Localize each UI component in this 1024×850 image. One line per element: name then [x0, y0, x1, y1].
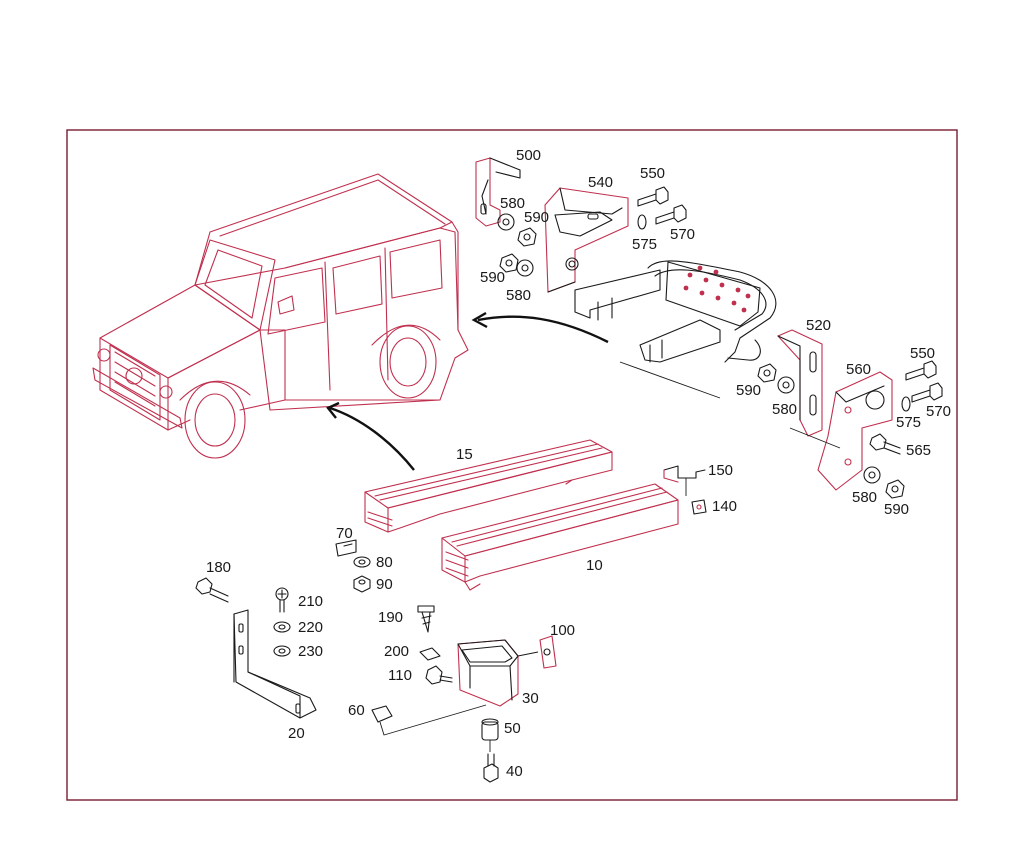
running-board-10 [441, 483, 679, 591]
label-565: 565 [906, 442, 931, 459]
label-520: 520 [806, 317, 831, 334]
label-570-top: 570 [670, 226, 695, 243]
tread-holes [683, 265, 751, 313]
label-575-top: 575 [632, 236, 657, 253]
rear-step-assembly [475, 157, 943, 499]
label-50: 50 [504, 720, 521, 737]
label-40: 40 [506, 763, 523, 780]
clip-hardware-150-140 [663, 465, 707, 515]
label-10: 10 [586, 557, 603, 574]
label-150: 150 [708, 462, 733, 479]
running-board-15 [364, 439, 613, 533]
label-560: 560 [846, 361, 871, 378]
part-number-labels: 500 540 550 580 590 570 575 590 580 520 … [206, 147, 951, 780]
label-60: 60 [348, 702, 365, 719]
label-20: 20 [288, 725, 305, 742]
label-15: 15 [456, 446, 473, 463]
label-590-mid: 590 [736, 382, 761, 399]
label-540: 540 [588, 174, 613, 191]
arrow-step-to-vehicle [477, 315, 609, 344]
label-220: 220 [298, 619, 323, 636]
diagram-frame [66, 129, 958, 801]
label-500: 500 [516, 147, 541, 164]
label-210: 210 [298, 593, 323, 610]
hardware-70-80-90 [335, 539, 371, 593]
label-580-bottom: 580 [852, 489, 877, 506]
label-575-right: 575 [896, 414, 921, 431]
label-590-bottom: 590 [884, 501, 909, 518]
label-80: 80 [376, 554, 393, 571]
label-70: 70 [336, 525, 353, 542]
label-590-left: 590 [480, 269, 505, 286]
label-190: 190 [378, 609, 403, 626]
label-580-left: 580 [506, 287, 531, 304]
label-180: 180 [206, 559, 231, 576]
label-30: 30 [522, 690, 539, 707]
label-200: 200 [384, 643, 409, 660]
label-580-mid: 580 [772, 401, 797, 418]
label-230: 230 [298, 643, 323, 660]
label-580-top: 580 [500, 195, 525, 212]
label-590-top: 590 [524, 209, 549, 226]
label-140: 140 [712, 498, 737, 515]
arrow-board-to-vehicle [329, 406, 415, 471]
upper-hardware [497, 186, 943, 499]
label-550-right: 550 [910, 345, 935, 362]
end-cap-assembly [371, 605, 557, 783]
label-550-top: 550 [640, 165, 665, 182]
label-570-right: 570 [926, 403, 951, 420]
vehicle-illustration [92, 173, 469, 459]
bracket-20-assembly [195, 577, 317, 719]
label-100: 100 [550, 622, 575, 639]
label-90: 90 [376, 576, 393, 593]
label-110: 110 [388, 667, 412, 684]
